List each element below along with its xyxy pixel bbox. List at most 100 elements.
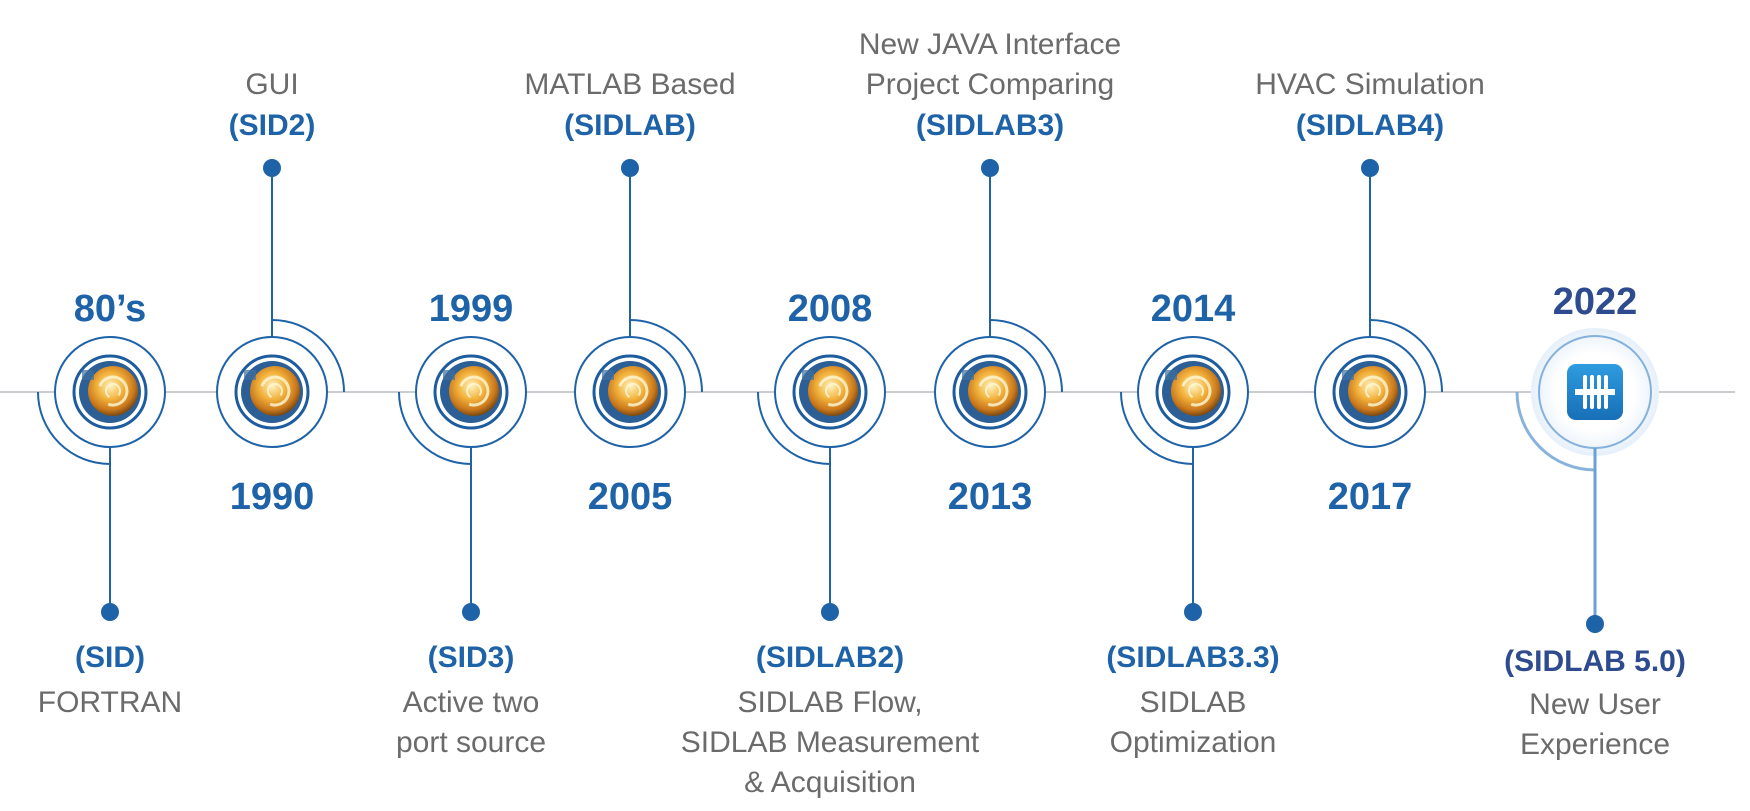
globe-swirl-inner (267, 383, 283, 398)
milestone-node (216, 159, 345, 448)
version-label: (SID2) (228, 109, 316, 142)
description-line: GUI (245, 68, 299, 101)
globe-face (88, 366, 138, 416)
globe-swirl (98, 375, 129, 407)
baffle-3 (1597, 375, 1601, 409)
sidlab-globe-icon (959, 361, 1021, 423)
sidlab-globe-icon (440, 361, 502, 423)
version-label: (SIDLAB3.3) (1106, 641, 1280, 674)
baffle-1 (1583, 375, 1587, 409)
year-label: 1990 (229, 476, 315, 518)
globe-face (1171, 366, 1221, 416)
connector-dot (1361, 159, 1379, 177)
description-line: SIDLAB Flow, (737, 686, 923, 719)
description-line: SIDLAB (1139, 686, 1247, 719)
year-label: 2017 (1327, 476, 1413, 518)
orbit-arc (271, 319, 345, 393)
connector-dot (821, 603, 839, 621)
globe-swirl-inner (825, 383, 841, 398)
sidlab-globe-icon (1339, 361, 1401, 423)
globe-face (608, 366, 658, 416)
sidlab-globe-icon (799, 361, 861, 423)
sidlab-globe-icon (241, 361, 303, 423)
globe-chip (962, 370, 974, 380)
version-label: (SIDLAB) (564, 109, 696, 142)
sidlab-globe-icon (599, 361, 661, 423)
connector-dot (101, 603, 119, 621)
milestone-node (37, 336, 166, 621)
globe-swirl (459, 375, 490, 407)
globe-chip (1165, 370, 1177, 380)
connector-dot (462, 603, 480, 621)
globe-swirl (978, 375, 1009, 407)
orbit-arc (989, 319, 1063, 393)
description-line: Active two (402, 686, 540, 719)
year-label: 80’s (73, 288, 147, 330)
baffle-4 (1604, 375, 1608, 409)
orbit-arc (398, 391, 472, 465)
year-label: 2022 (1552, 281, 1638, 323)
milestone-node (398, 336, 527, 621)
description-line: HVAC Simulation (1255, 68, 1485, 101)
orbit-arc (1515, 391, 1596, 472)
year-label: 2005 (587, 476, 673, 518)
version-label: (SIDLAB2) (755, 641, 905, 674)
globe-chip (602, 370, 614, 380)
description-line: Project Comparing (865, 68, 1115, 101)
globe-swirl (260, 375, 291, 407)
orbit-arc (1120, 391, 1194, 465)
description-line: Optimization (1109, 726, 1277, 759)
connector-dot (981, 159, 999, 177)
globe-swirl-inner (985, 383, 1001, 398)
globe-swirl-inner (625, 383, 641, 398)
sidlab-globe-icon (79, 361, 141, 423)
milestone-node (574, 159, 703, 448)
description-line: MATLAB Based (524, 68, 736, 101)
year-label: 2014 (1150, 288, 1236, 330)
description-line: New User (1529, 688, 1661, 721)
globe-chip (802, 370, 814, 380)
globe-face (449, 366, 499, 416)
globe-swirl-inner (105, 383, 121, 398)
globe-swirl (618, 375, 649, 407)
globe-chip (443, 370, 455, 380)
version-label: (SID) (75, 641, 145, 674)
description-line: FORTRAN (37, 686, 183, 719)
globe-face (1348, 366, 1398, 416)
milestone-node (757, 336, 886, 621)
connector-dot (621, 159, 639, 177)
milestone-node (934, 159, 1063, 448)
description-line: New JAVA Interface (858, 28, 1122, 61)
description-line: & Acquisition (744, 766, 916, 799)
connector-dot (1184, 603, 1202, 621)
globe-face (808, 366, 858, 416)
description-line: port source (395, 726, 547, 759)
milestone-node (1515, 328, 1659, 633)
globe-swirl-inner (1365, 383, 1381, 398)
globe-chip (82, 370, 94, 380)
globe-chip (244, 370, 256, 380)
orbit-arc (629, 319, 703, 393)
globe-face (250, 366, 300, 416)
globe-swirl (1358, 375, 1389, 407)
baffle-2 (1590, 375, 1594, 409)
milestone-node (1120, 336, 1249, 621)
sidlab-globe-icon (1162, 361, 1224, 423)
globe-swirl (818, 375, 849, 407)
pipe (1575, 389, 1615, 395)
orbit-arc (757, 391, 831, 465)
muffler-app-icon (1567, 364, 1623, 420)
year-label: 2013 (947, 476, 1033, 518)
year-label: 2008 (787, 288, 873, 330)
milestone-node (1314, 159, 1443, 448)
description-line: Experience (1519, 728, 1671, 761)
orbit-arc (1369, 319, 1443, 393)
globe-swirl-inner (466, 383, 482, 398)
version-label: (SIDLAB4) (1295, 109, 1445, 142)
version-label: (SIDLAB3) (915, 109, 1065, 142)
year-label: 1999 (428, 288, 514, 330)
version-label: (SIDLAB 5.0) (1504, 645, 1686, 678)
orbit-arc (37, 391, 111, 465)
